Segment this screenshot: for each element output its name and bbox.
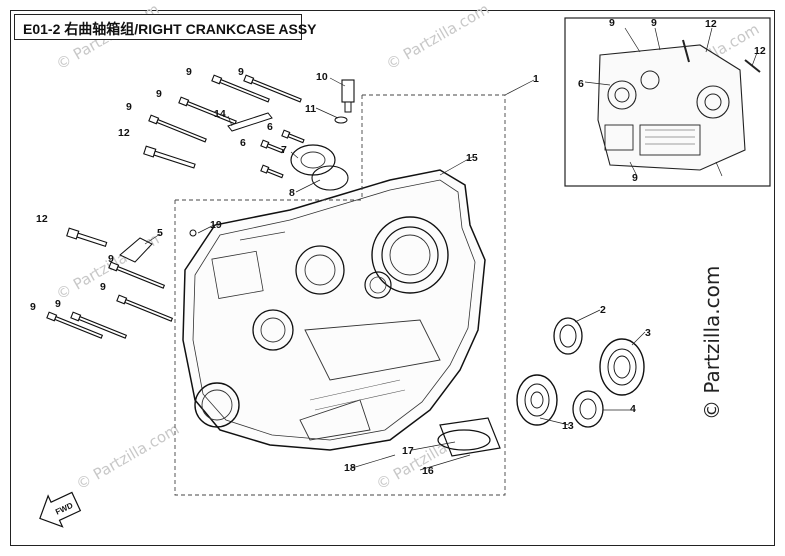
inset-view [564,17,771,187]
callout-9-inset: 9 [632,172,638,184]
callout-16: 16 [422,465,434,477]
bracket-part [119,229,197,263]
callout-13: 13 [562,420,574,432]
diagram-frame [10,10,775,546]
callout-9: 9 [126,101,132,113]
callout-9: 9 [30,301,36,313]
bolt [143,145,196,169]
bolt-set [46,74,305,339]
callout-5: 5 [157,227,163,239]
callout-4: 4 [630,403,636,415]
callout-6-inset: 6 [578,78,584,90]
cover-part [290,144,349,191]
bolt [260,139,284,154]
sleeve-part [437,417,501,457]
callout-9-inset: 9 [651,17,657,29]
bolt [148,114,207,143]
callout-7: 7 [281,144,287,156]
callout-labels: 1 2 3 4 5 6 6 6 7 8 9 9 9 9 9 9 9 9 9 9 … [30,17,766,477]
callout-1: 1 [533,73,539,85]
callout-9: 9 [55,298,61,310]
gasket-strip [227,112,273,132]
sensor-part [334,79,355,124]
title-box: E01-2 右曲轴箱组/RIGHT CRANKCASE ASSY [14,14,317,40]
callout-2: 2 [600,304,606,316]
callout-12: 12 [118,127,130,139]
bolt [281,129,305,144]
callout-19: 19 [210,219,222,231]
callout-9: 9 [108,253,114,265]
bolt [46,311,104,339]
callout-14: 14 [214,108,226,120]
callout-8: 8 [289,187,295,199]
callout-10: 10 [316,71,328,83]
fwd-arrow: FWD [39,491,82,528]
callout-18: 18 [344,462,356,474]
watermark: © Partzilla.com [73,420,182,493]
bolt [211,74,270,103]
callout-12-inset: 12 [754,45,766,57]
callout-9: 9 [156,88,162,100]
bolt [243,74,302,103]
bolt [116,294,174,322]
callout-15: 15 [466,152,478,164]
callout-11: 11 [305,103,316,115]
callout-9: 9 [100,281,106,293]
bolt [260,164,284,179]
bolt [70,311,128,339]
bolt [178,96,237,125]
callout-12-inset: 12 [705,18,717,30]
side-watermark: © Partzilla.com [700,265,724,420]
bolt [66,227,108,247]
callout-9-inset: 9 [609,17,615,29]
callout-6: 6 [240,137,246,149]
callout-3: 3 [645,327,651,339]
callout-17: 17 [402,445,414,457]
right-crankcase [182,169,486,451]
bearing-set [516,317,645,428]
callout-6: 6 [267,121,273,133]
leader-lines [144,77,646,471]
page-title: E01-2 右曲轴箱组/RIGHT CRANKCASE ASSY [23,21,317,37]
callout-9: 9 [238,66,244,78]
bolt [108,261,166,289]
callout-9: 9 [186,66,192,78]
watermark: © Partzilla.com [383,0,492,73]
callout-12: 12 [36,213,48,225]
